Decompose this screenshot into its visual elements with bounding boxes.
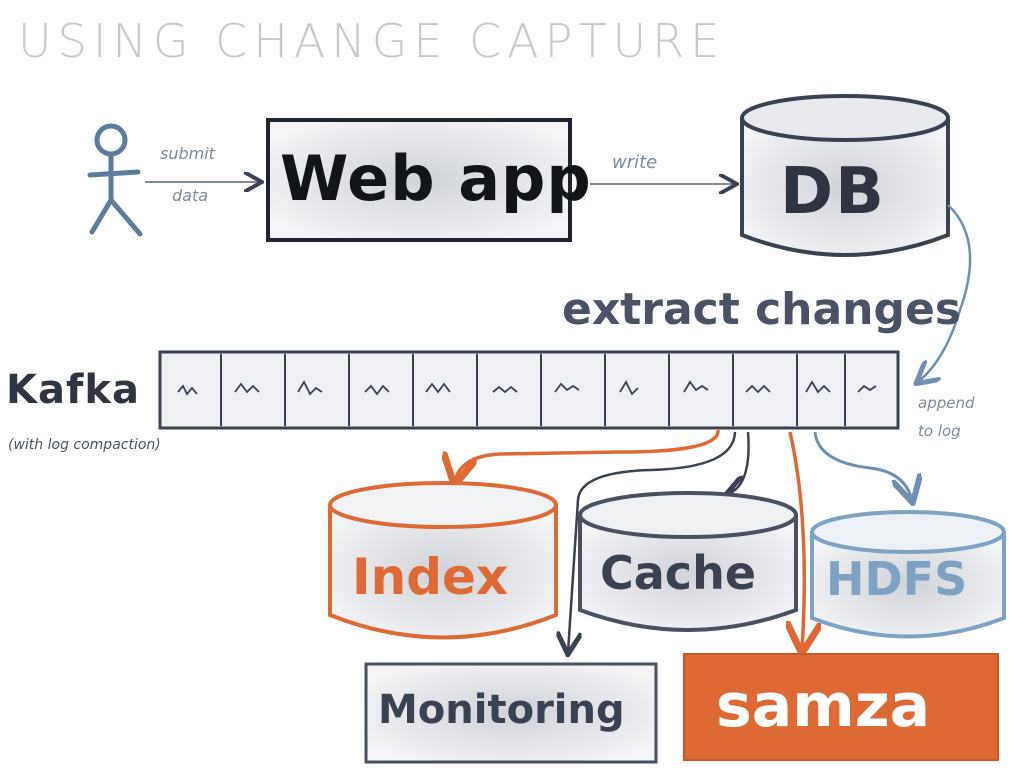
kafka-log xyxy=(158,350,900,430)
extract-changes-label: extract changes xyxy=(562,284,962,335)
arrow-to-monitoring xyxy=(568,431,737,652)
monitoring-label: Monitoring xyxy=(378,687,625,733)
write-label: write xyxy=(612,152,658,173)
hdfs-cylinder xyxy=(810,510,1006,639)
index-label: Index xyxy=(352,548,509,606)
samza-box xyxy=(683,653,999,761)
kafka-label: Kafka xyxy=(6,367,140,413)
submit-label: submit xyxy=(160,144,215,163)
append-label: append xyxy=(918,394,975,412)
cache-label: Cache xyxy=(600,546,757,600)
arrow-to-cache xyxy=(728,431,749,494)
monitoring-box xyxy=(364,662,658,764)
arrow-to-samza xyxy=(790,431,804,650)
samza-label: samza xyxy=(716,671,931,741)
cache-cylinder xyxy=(578,491,798,632)
extract-arrow xyxy=(918,204,972,382)
webapp-label: Web app xyxy=(280,142,592,215)
index-cylinder xyxy=(328,481,558,640)
hdfs-label: HDFS xyxy=(826,552,968,606)
kafka-note: (with log compaction) xyxy=(8,437,161,453)
arrow-to-hdfs xyxy=(813,431,912,500)
diagram-title: USING CHANGE CAPTURE xyxy=(18,14,726,68)
tolog-label: to log xyxy=(918,422,961,440)
db-cylinder xyxy=(740,94,950,257)
data-label: data xyxy=(172,186,209,205)
webapp-box xyxy=(266,118,572,242)
arrow-to-index xyxy=(455,429,720,482)
person-icon xyxy=(87,123,143,237)
db-label: DB xyxy=(780,155,886,229)
